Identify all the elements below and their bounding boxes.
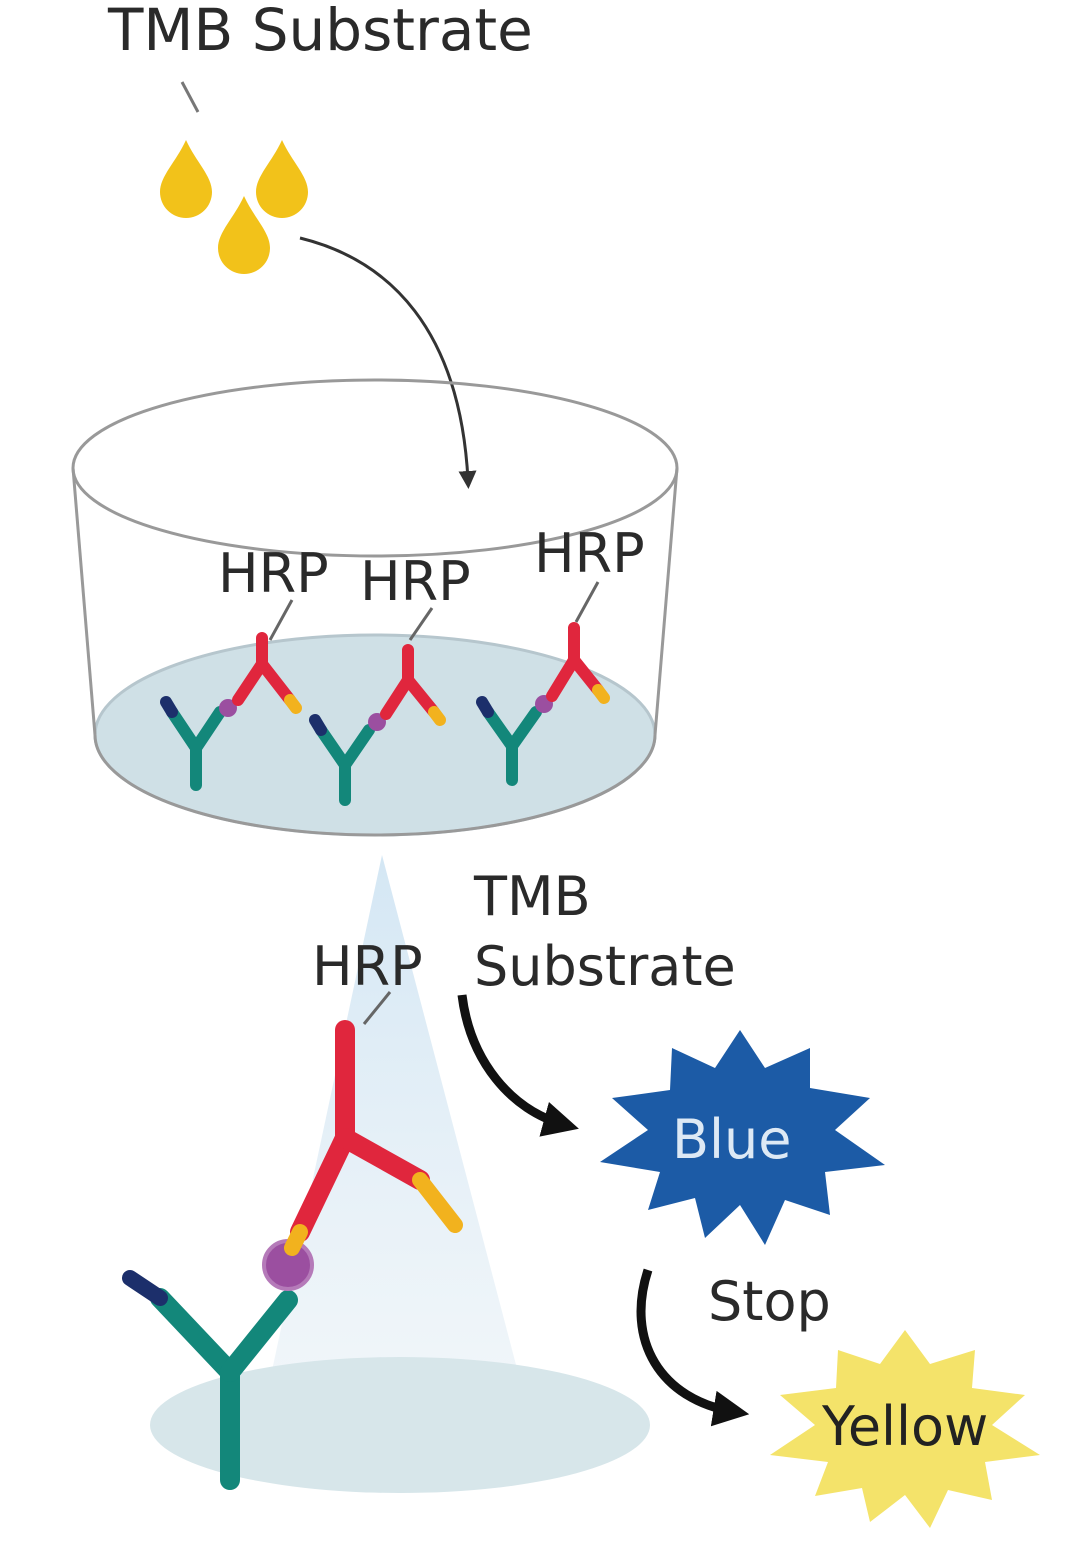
- substrate-drops: [160, 140, 308, 274]
- substrate-label-leader: [180, 81, 200, 113]
- hrp-leader-2: [408, 607, 434, 641]
- arrow-to-blue: [457, 994, 579, 1137]
- hrp-leader-zoom: [362, 991, 392, 1025]
- antibody-complex-3: [476, 622, 610, 786]
- droplet-icon: [256, 140, 308, 218]
- well-front-edge: [93, 734, 657, 837]
- substrate-arrow: [299, 236, 477, 489]
- tmb-label-line1: TMB: [473, 865, 591, 928]
- droplet-icon: [160, 140, 212, 218]
- antibody-complex-2: [309, 644, 446, 806]
- substrate-label-top: TMB Substrate: [107, 0, 533, 64]
- zoom-surface: [150, 1357, 650, 1493]
- hrp-label-1: HRP: [218, 542, 329, 605]
- arrow-to-yellow: [636, 1268, 750, 1427]
- hrp-leader-3: [574, 581, 600, 623]
- starburst-icon: [770, 1330, 1040, 1528]
- hrp-label-zoom: HRP: [312, 935, 423, 998]
- hrp-antibody-large: [284, 1020, 463, 1256]
- blue-label: Blue: [672, 1108, 792, 1171]
- well-wall-right: [653, 467, 679, 736]
- well-wall-left: [71, 467, 97, 736]
- droplet-icon: [218, 196, 270, 274]
- hrp-label-3: HRP: [534, 522, 645, 585]
- tmb-label-line2: Substrate: [474, 935, 736, 998]
- stop-label: Stop: [708, 1270, 831, 1333]
- primary-antibody-large: [122, 1270, 298, 1490]
- starburst-icon: [600, 1030, 885, 1245]
- yellow-label: Yellow: [821, 1395, 988, 1458]
- zoom-beam: [270, 855, 520, 1380]
- antibody-complex-1: [160, 632, 302, 791]
- hrp-label-2: HRP: [360, 550, 471, 613]
- hrp-leader-1: [268, 599, 294, 641]
